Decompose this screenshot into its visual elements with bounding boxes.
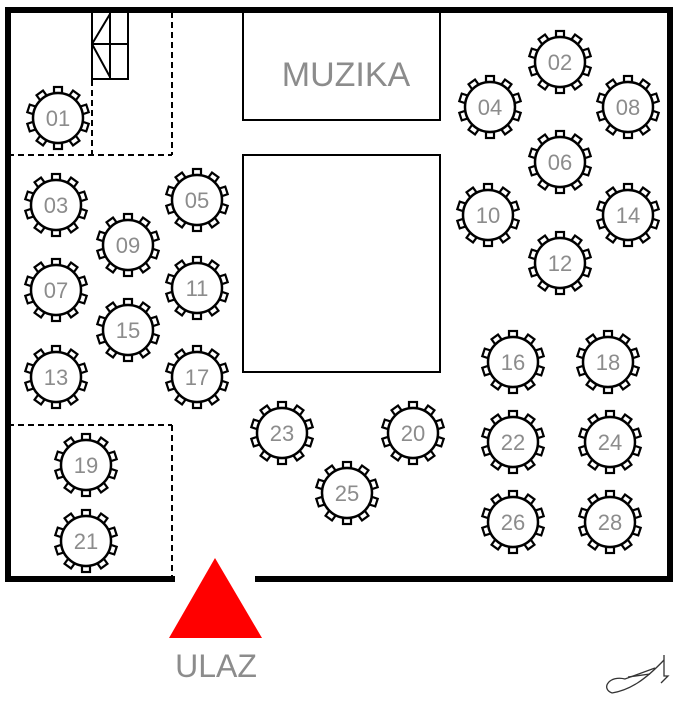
table-11[interactable]: 11	[164, 255, 230, 321]
table-15[interactable]: 15	[95, 297, 161, 363]
entrance-label: ULAZ	[175, 648, 257, 684]
table-number: 03	[44, 193, 68, 218]
table-top	[601, 188, 655, 242]
table-top	[170, 261, 224, 315]
table-number: 23	[270, 421, 294, 446]
table-number: 18	[596, 350, 620, 375]
stairs-icon	[90, 11, 129, 80]
table-04[interactable]: 04	[457, 74, 523, 140]
table-top	[533, 35, 587, 89]
table-top	[533, 236, 587, 290]
table-top	[255, 406, 309, 460]
table-top	[386, 406, 440, 460]
table-top	[29, 350, 83, 404]
table-number: 25	[335, 481, 359, 506]
music-stage-label: MUZIKA	[282, 56, 411, 94]
table-top	[170, 350, 224, 404]
table-number: 09	[116, 233, 140, 258]
table-top	[29, 178, 83, 232]
table-number: 15	[116, 318, 140, 343]
tables: 01 02 03 04 05 06 07 08 09 10 11 12 13 14 15 16 17 18 19 20…	[23, 29, 661, 574]
dashed-partitions	[8, 12, 173, 578]
table-top	[486, 335, 540, 389]
table-number: 06	[548, 150, 572, 175]
table-28[interactable]: 28	[577, 489, 643, 555]
table-08[interactable]: 08	[595, 74, 661, 140]
table-top	[31, 91, 85, 145]
table-top	[59, 438, 113, 492]
table-top	[486, 495, 540, 549]
table-top	[101, 218, 155, 272]
table-09[interactable]: 09	[95, 212, 161, 278]
table-top	[101, 303, 155, 357]
table-number: 28	[598, 510, 622, 535]
table-05[interactable]: 05	[164, 167, 230, 233]
table-number: 19	[74, 453, 98, 478]
table-number: 16	[501, 350, 525, 375]
table-number: 01	[46, 106, 70, 131]
entrance[interactable]: ULAZ	[169, 558, 262, 684]
table-number: 20	[401, 421, 425, 446]
table-26[interactable]: 26	[480, 489, 546, 555]
table-10[interactable]: 10	[455, 182, 521, 248]
dance-floor	[242, 154, 441, 373]
table-12[interactable]: 12	[527, 230, 593, 296]
table-16[interactable]: 16	[480, 329, 546, 395]
table-number: 07	[44, 278, 68, 303]
table-top	[320, 466, 374, 520]
table-number: 04	[478, 95, 502, 120]
table-top	[583, 415, 637, 469]
table-number: 14	[616, 203, 640, 228]
table-23[interactable]: 23	[249, 400, 315, 466]
table-number: 08	[616, 95, 640, 120]
table-number: 21	[74, 529, 98, 554]
table-21[interactable]: 21	[53, 508, 119, 574]
table-top	[486, 415, 540, 469]
music-stage: MUZIKA	[242, 9, 441, 121]
table-24[interactable]: 24	[577, 409, 643, 475]
table-number: 11	[186, 276, 209, 301]
table-top	[581, 335, 635, 389]
table-20[interactable]: 20	[380, 400, 446, 466]
table-number: 12	[548, 251, 572, 276]
table-top	[583, 495, 637, 549]
table-number: 13	[44, 365, 68, 390]
table-25[interactable]: 25	[314, 460, 380, 526]
table-top	[29, 263, 83, 317]
table-number: 10	[476, 203, 500, 228]
table-19[interactable]: 19	[53, 432, 119, 498]
table-top	[170, 173, 224, 227]
table-18[interactable]: 18	[575, 329, 641, 395]
table-top	[59, 514, 113, 568]
table-number: 17	[185, 365, 209, 390]
table-number: 26	[501, 510, 525, 535]
table-top	[463, 80, 517, 134]
table-07[interactable]: 07	[23, 257, 89, 323]
table-number: 05	[185, 188, 209, 213]
table-01[interactable]: 01	[25, 85, 91, 151]
table-14[interactable]: 14	[595, 182, 661, 248]
table-number: 24	[598, 430, 622, 455]
table-number: 02	[548, 50, 572, 75]
table-top	[533, 135, 587, 189]
table-top	[601, 80, 655, 134]
table-02[interactable]: 02	[527, 29, 593, 95]
signature-icon	[606, 655, 670, 694]
table-22[interactable]: 22	[480, 409, 546, 475]
table-17[interactable]: 17	[164, 344, 230, 410]
table-13[interactable]: 13	[23, 344, 89, 410]
table-number: 22	[501, 430, 525, 455]
entrance-arrow-icon	[169, 558, 262, 638]
table-06[interactable]: 06	[527, 129, 593, 195]
table-03[interactable]: 03	[23, 172, 89, 238]
table-top	[461, 188, 515, 242]
